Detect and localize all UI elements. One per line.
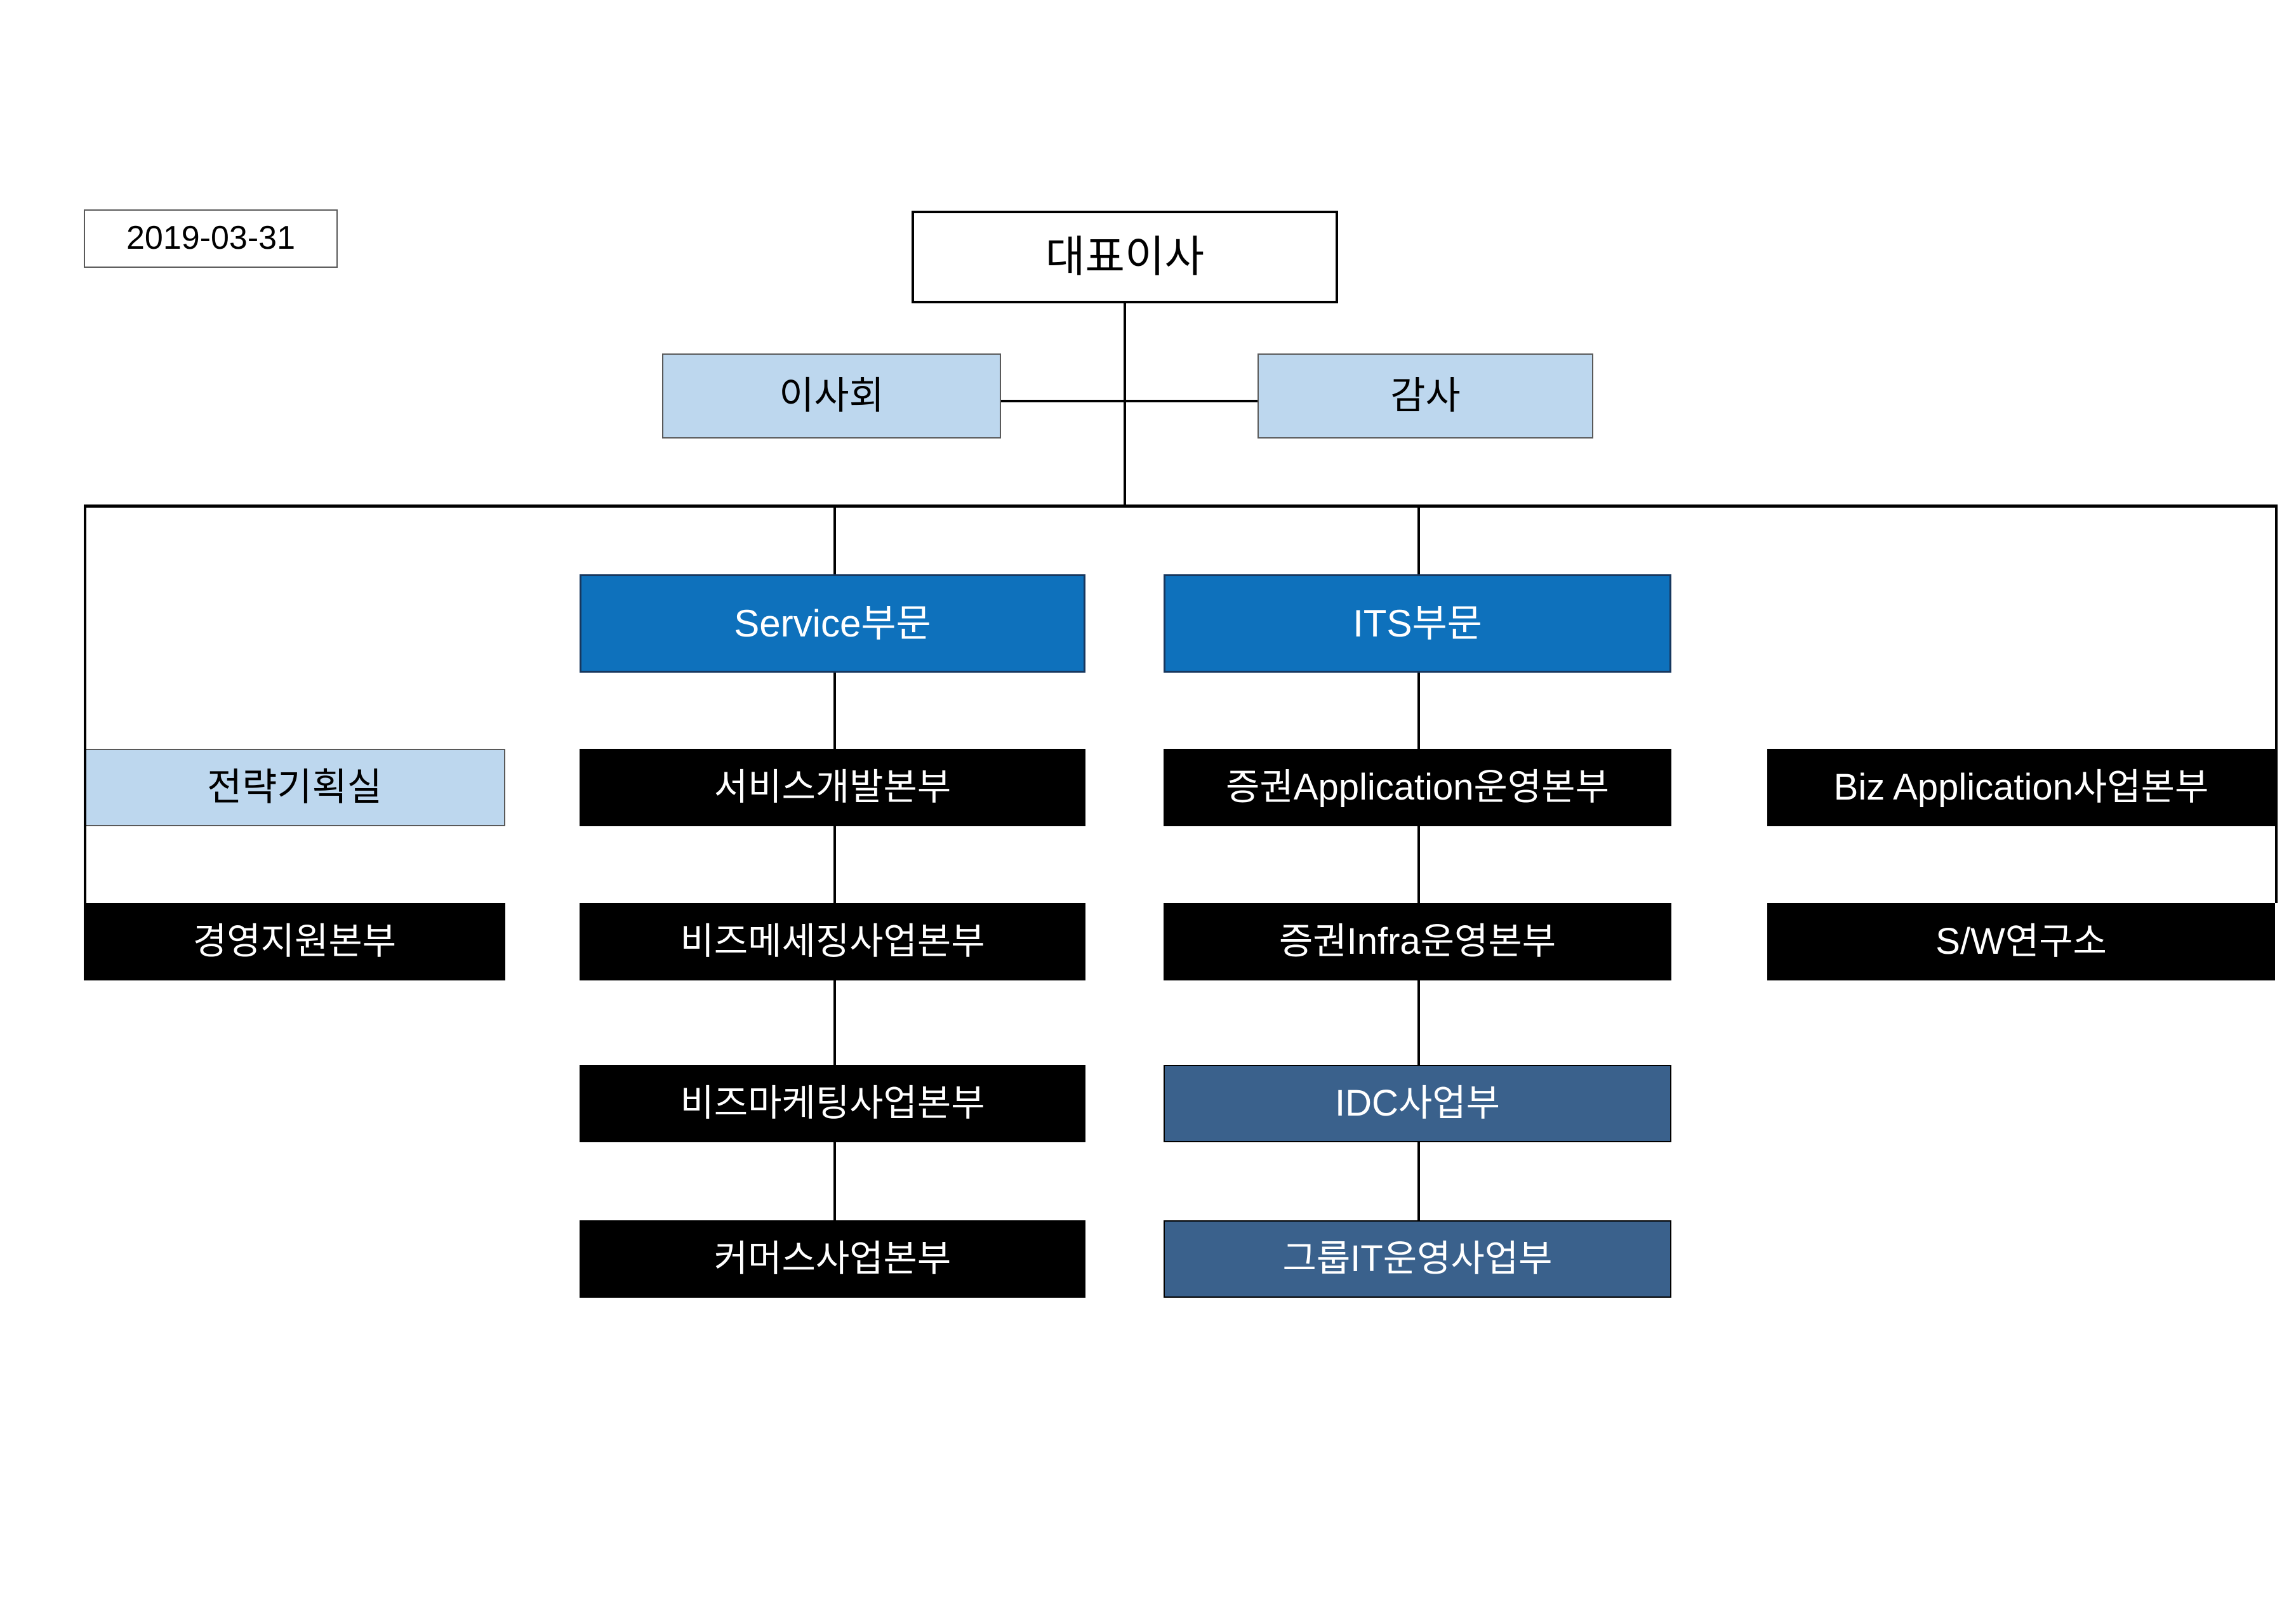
connector-col3-segment — [1417, 504, 1420, 574]
unit-biz-application: Biz Application사업본부 — [1767, 749, 2275, 826]
unit-service-development: 서비스개발본부 — [580, 749, 1085, 826]
connector-col3-segment — [1417, 826, 1420, 903]
connector-col3-segment — [1417, 980, 1420, 1065]
connector-col2-segment — [833, 504, 836, 574]
connector-col2-segment — [833, 980, 836, 1065]
unit-commerce: 커머스사업본부 — [580, 1220, 1085, 1298]
division-service: Service부문 — [580, 574, 1085, 673]
unit-securities-infra-ops: 증권Infra운영본부 — [1164, 903, 1671, 980]
connector-board-auditor — [1001, 400, 1257, 402]
ceo-box: 대표이사 — [912, 211, 1338, 303]
connector-col1-vertical — [84, 504, 86, 903]
date-box: 2019-03-31 — [84, 209, 338, 268]
unit-strategy-planning: 전략기획실 — [84, 749, 505, 826]
unit-management-support: 경영지원본부 — [84, 903, 505, 980]
unit-idc-business: IDC사업부 — [1164, 1065, 1671, 1142]
unit-sw-lab: S/W연구소 — [1767, 903, 2275, 980]
unit-securities-application-ops: 증권Application운영본부 — [1164, 749, 1671, 826]
connector-col2-segment — [833, 826, 836, 903]
connector-col2-segment — [833, 673, 836, 749]
connector-col4-vertical — [2275, 504, 2278, 903]
board-box: 이사회 — [662, 353, 1001, 438]
unit-group-it-ops: 그룹IT운영사업부 — [1164, 1220, 1671, 1298]
auditor-box: 감사 — [1257, 353, 1593, 438]
connector-col3-segment — [1417, 673, 1420, 749]
connector-col3-segment — [1417, 1142, 1420, 1220]
unit-biz-marketing: 비즈마케팅사업본부 — [580, 1065, 1085, 1142]
division-its: ITS부문 — [1164, 574, 1671, 673]
connector-ceo-vertical — [1124, 303, 1126, 506]
connector-main-horizontal — [84, 504, 2278, 508]
connector-col2-segment — [833, 1142, 836, 1220]
unit-biz-messaging: 비즈메세징사업본부 — [580, 903, 1085, 980]
